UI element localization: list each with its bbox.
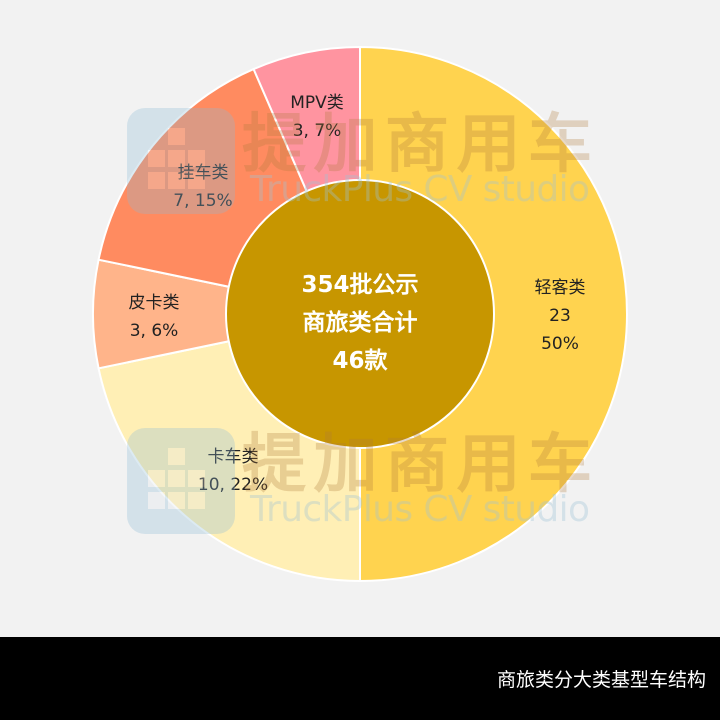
donut-chart: 轻客类 23 50% 卡车类 10, 22% 皮卡类 3, 6% 挂车类 7, 15% MPV类 3… (92, 45, 628, 583)
slice-value: 3, 7% (293, 121, 342, 141)
slice-category: 轻客类 (535, 278, 586, 298)
watermark-cn-text: 提加商用车 (242, 108, 592, 182)
slice-label-5: MPV类 3, 7% (290, 93, 344, 141)
slice-value: 23 (549, 306, 571, 326)
slice-value: 3, 6% (130, 321, 179, 341)
slice-label-3: 皮卡类 3, 6% (129, 293, 180, 341)
watermark-en-text: TruckPlus CV studio (249, 169, 590, 210)
watermark-cn-text: 提加商用车 (242, 428, 592, 502)
center-label-line-2: 商旅类合计 (303, 309, 418, 336)
slice-category: 卡车类 (208, 447, 259, 467)
slice-label-4: 挂车类 7, 15% (173, 163, 232, 211)
watermark-logo-icon (127, 428, 235, 534)
slice-category: 挂车类 (178, 163, 229, 183)
center-label-line-3: 46款 (332, 347, 388, 374)
center-label-line-1: 354批公示 (301, 272, 418, 298)
slice-category: 皮卡类 (129, 293, 180, 313)
slice-label-2: 卡车类 10, 22% (198, 447, 268, 495)
center-circle (225, 179, 495, 449)
center-circle-shape (225, 179, 495, 449)
slice-category: MPV类 (290, 93, 344, 113)
slice-label-1: 轻客类 23 50% (535, 278, 586, 354)
slice-labels: 轻客类 23 50% 卡车类 10, 22% 皮卡类 3, 6% 挂车类 7, 15% MPV类 3… (129, 93, 586, 495)
slice-value: 10, 22% (198, 475, 268, 495)
watermark-logo-icon (127, 108, 235, 214)
watermark-en-text: TruckPlus CV studio (249, 489, 590, 530)
slice-value: 7, 15% (173, 191, 232, 211)
chart-title: 商旅类分大类基型车结构 (496, 669, 706, 691)
footer-bar: 商旅类分大类基型车结构 (0, 637, 720, 720)
slice-value: 50% (541, 334, 579, 354)
